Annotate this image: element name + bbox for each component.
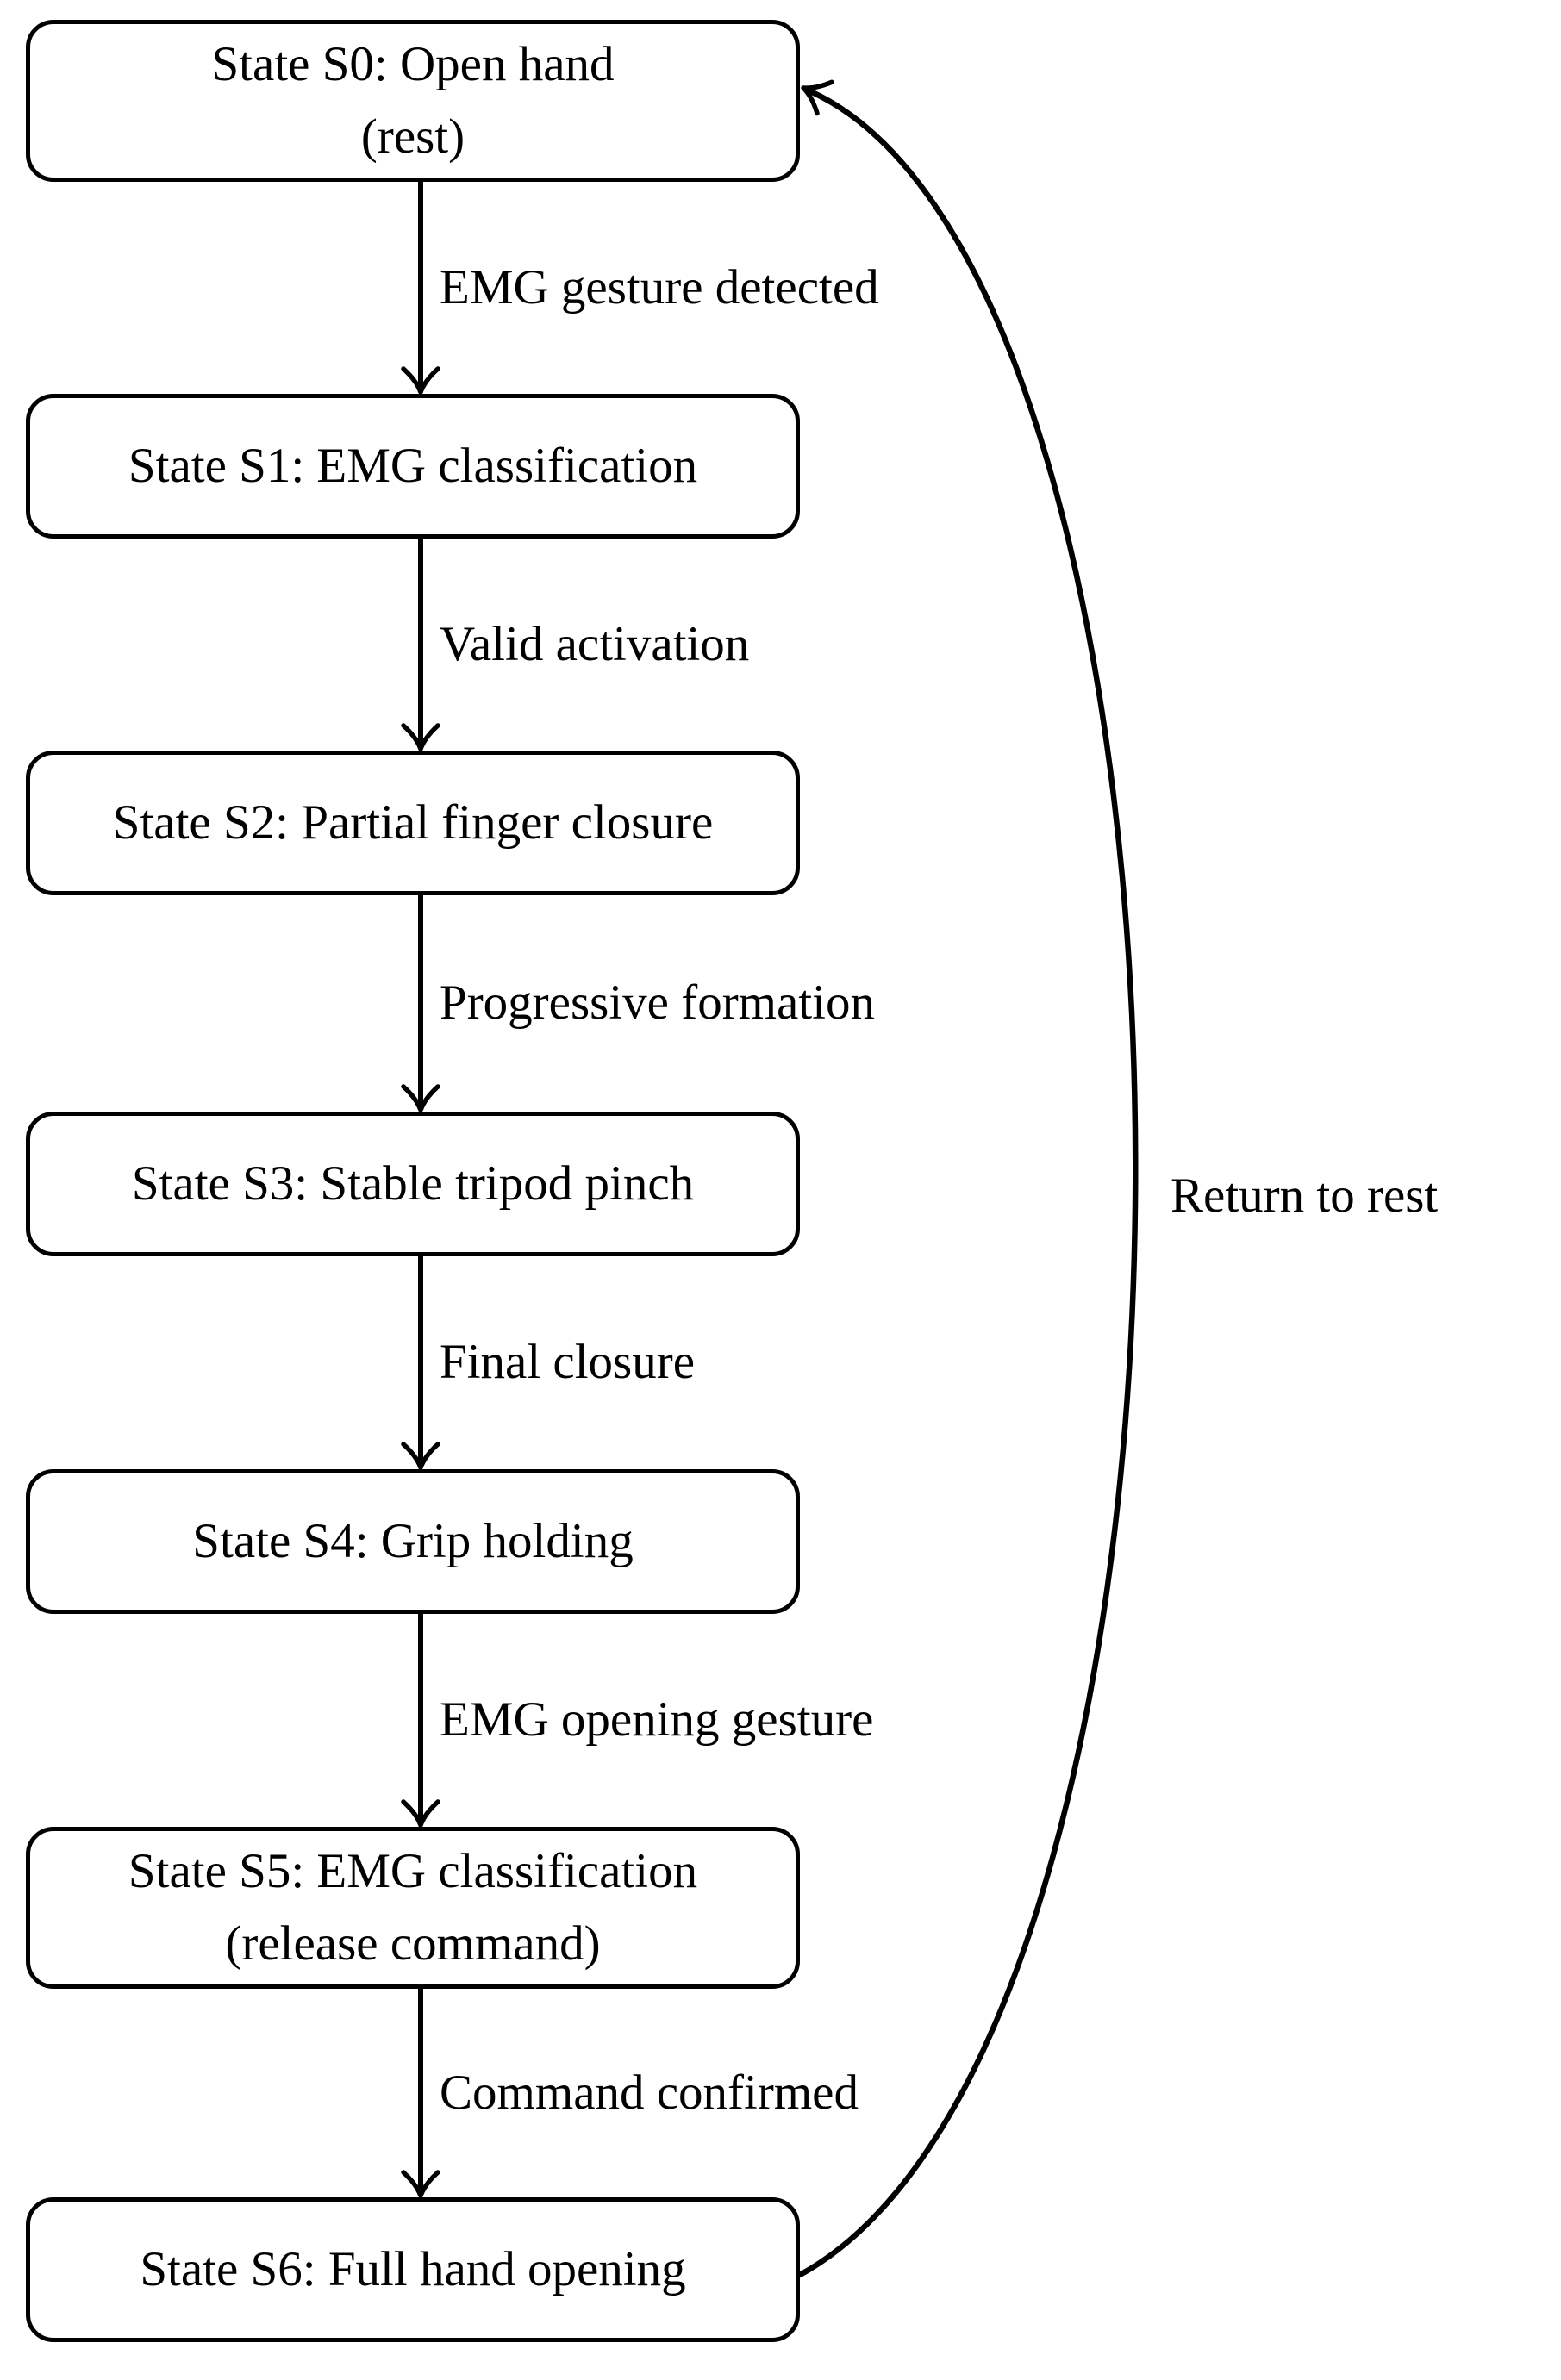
state-s5-sublabel: (release command) bbox=[225, 1916, 601, 1971]
transition-label-s3-s4: Final closure bbox=[440, 1335, 696, 1389]
arrow-s6-s0-line bbox=[796, 88, 1139, 2278]
state-box-s0: State S0: Open hand (rest) bbox=[26, 20, 800, 182]
state-s4-label: State S4: Grip holding bbox=[192, 1514, 634, 1568]
arrow-s2-s3 bbox=[401, 893, 440, 1112]
arrow-s5-s6 bbox=[401, 1986, 440, 2198]
state-box-s1: State S1: EMG classification bbox=[26, 394, 800, 539]
state-s3-label: State S3: Stable tripod pinch bbox=[131, 1156, 695, 1211]
state-s5-label: State S5: EMG classification bbox=[128, 1844, 698, 1898]
state-s0-label: State S0: Open hand bbox=[211, 37, 615, 91]
state-box-s5: State S5: EMG classification (release co… bbox=[26, 1827, 800, 1989]
arrow-s0-s1 bbox=[401, 179, 440, 395]
arrow-s4-s5 bbox=[401, 1611, 440, 1828]
arrow-s6-s0-head-icon bbox=[801, 79, 834, 116]
state-s0-sublabel: (rest) bbox=[360, 109, 465, 164]
arrow-s3-s4-head-icon bbox=[401, 1442, 440, 1470]
arrow-s1-s2 bbox=[401, 536, 440, 751]
transition-label-s1-s2: Valid activation bbox=[440, 617, 750, 671]
transition-label-s2-s3: Progressive formation bbox=[440, 975, 875, 1030]
transition-label-s6-s0: Return to rest bbox=[1171, 1168, 1439, 1223]
state-box-s4: State S4: Grip holding bbox=[26, 1469, 800, 1614]
state-box-s3: State S3: Stable tripod pinch bbox=[26, 1112, 800, 1256]
transition-label-s5-s6: Command confirmed bbox=[440, 2065, 859, 2120]
state-box-s6: State S6: Full hand opening bbox=[26, 2197, 800, 2342]
arrow-s6-s0 bbox=[796, 79, 1139, 2278]
arrow-s5-s6-head-icon bbox=[401, 2170, 440, 2198]
state-box-s2: State S2: Partial finger closure bbox=[26, 751, 800, 895]
arrow-s3-s4 bbox=[401, 1254, 440, 1470]
state-s1-label: State S1: EMG classification bbox=[128, 439, 698, 493]
state-s6-label: State S6: Full hand opening bbox=[140, 2242, 686, 2296]
transition-label-s4-s5: EMG opening gesture bbox=[440, 1692, 874, 1747]
arrow-s1-s2-head-icon bbox=[401, 723, 440, 751]
arrow-s2-s3-head-icon bbox=[401, 1084, 440, 1112]
transition-label-s0-s1: EMG gesture detected bbox=[440, 260, 879, 315]
arrow-s0-s1-head-icon bbox=[401, 366, 440, 395]
arrow-s4-s5-head-icon bbox=[401, 1799, 440, 1828]
state-s2-label: State S2: Partial finger closure bbox=[112, 795, 714, 850]
